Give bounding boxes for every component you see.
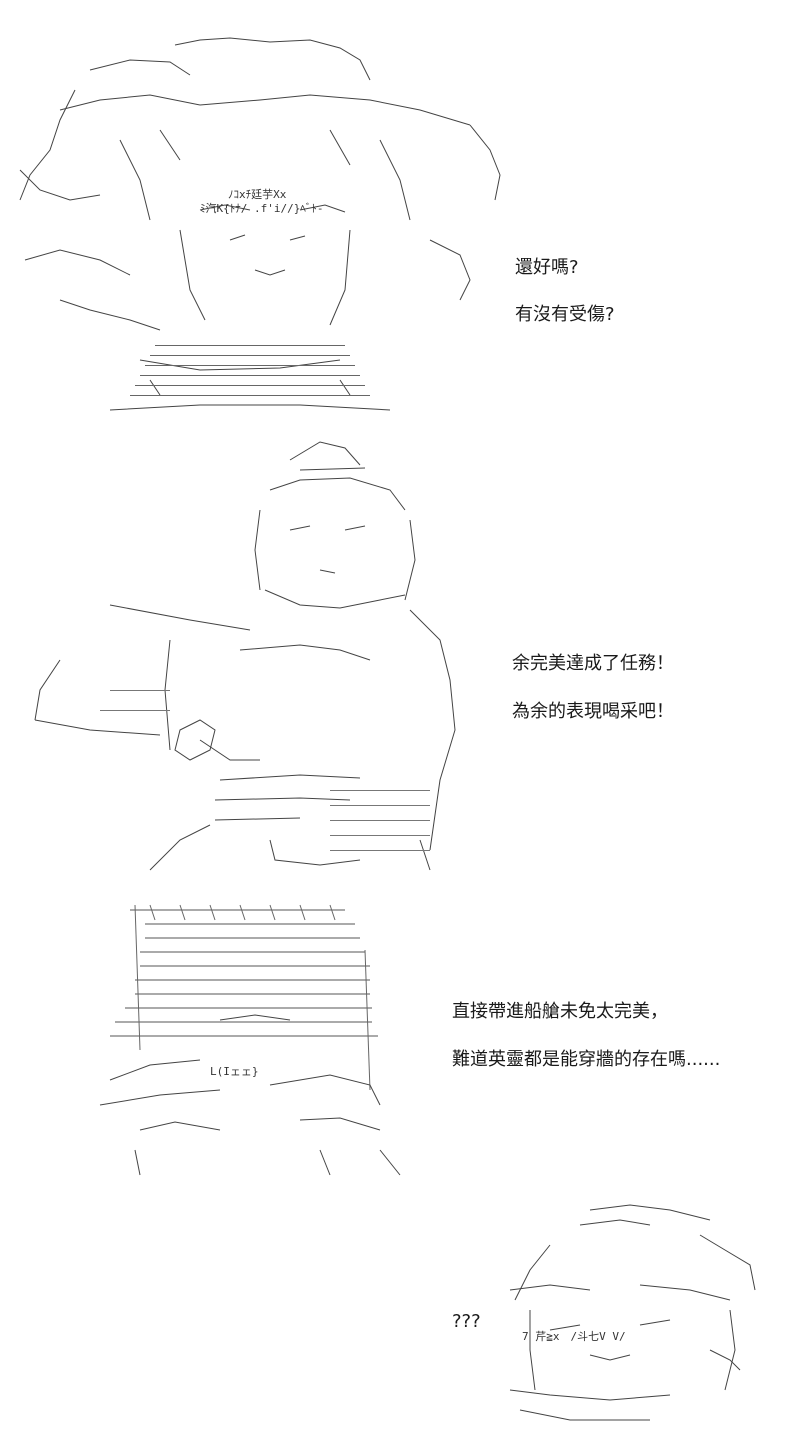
p1-art-text-a: ﾐ汽K{ﾄﾅ/ .f'i//}ﾍﾞﾄ- (200, 201, 323, 215)
p4-art-text-a: 7 芹≧x /斗七V V/ (522, 1330, 626, 1343)
panel-2: 余完美達成了任務！ 為余的表現喝采吧！ (0, 430, 800, 890)
panel-2-ascii-art (34, 441, 456, 871)
panel-1-ascii-art: ﾐ汽K{ﾄﾅ/ .f'i//}ﾍﾞﾄ- ﾉｺxﾁ廷芋Xx (19, 37, 501, 411)
panel-4-line-1: ??? (452, 1311, 481, 1332)
panel-1: ﾐ汽K{ﾄﾅ/ .f'i//}ﾍﾞﾄ- ﾉｺxﾁ廷芋Xx 還好嗎? 有沒有受傷? (0, 0, 800, 430)
panel-4: 7 芹≧x /斗七V V/ ??? (0, 1190, 800, 1433)
panel-3-line-2: 難道英靈都是能穿牆的存在嗎...... (452, 1049, 721, 1070)
panel-2-line-2: 為余的表現喝采吧！ (512, 701, 674, 722)
p1-art-text-b: ﾉｺxﾁ廷芋Xx (228, 188, 287, 201)
panel-2-line-1: 余完美達成了任務！ (512, 653, 674, 674)
panel-3: L(Iェェ} 直接帶進船艙未免太完美， 難道英靈都是能穿牆的存在嗎...... (0, 890, 800, 1190)
panel-1-line-2: 有沒有受傷? (515, 304, 615, 325)
panel-4-ascii-art: 7 芹≧x /斗七V V/ (509, 1204, 756, 1421)
panel-1-line-1: 還好嗎? (515, 257, 579, 278)
panel-3-line-1: 直接帶進船艙未免太完美， (452, 1001, 668, 1022)
p3-art-text-a: L(Iェェ} (210, 1065, 259, 1078)
panel-3-ascii-art: L(Iェェ} (99, 904, 401, 1176)
